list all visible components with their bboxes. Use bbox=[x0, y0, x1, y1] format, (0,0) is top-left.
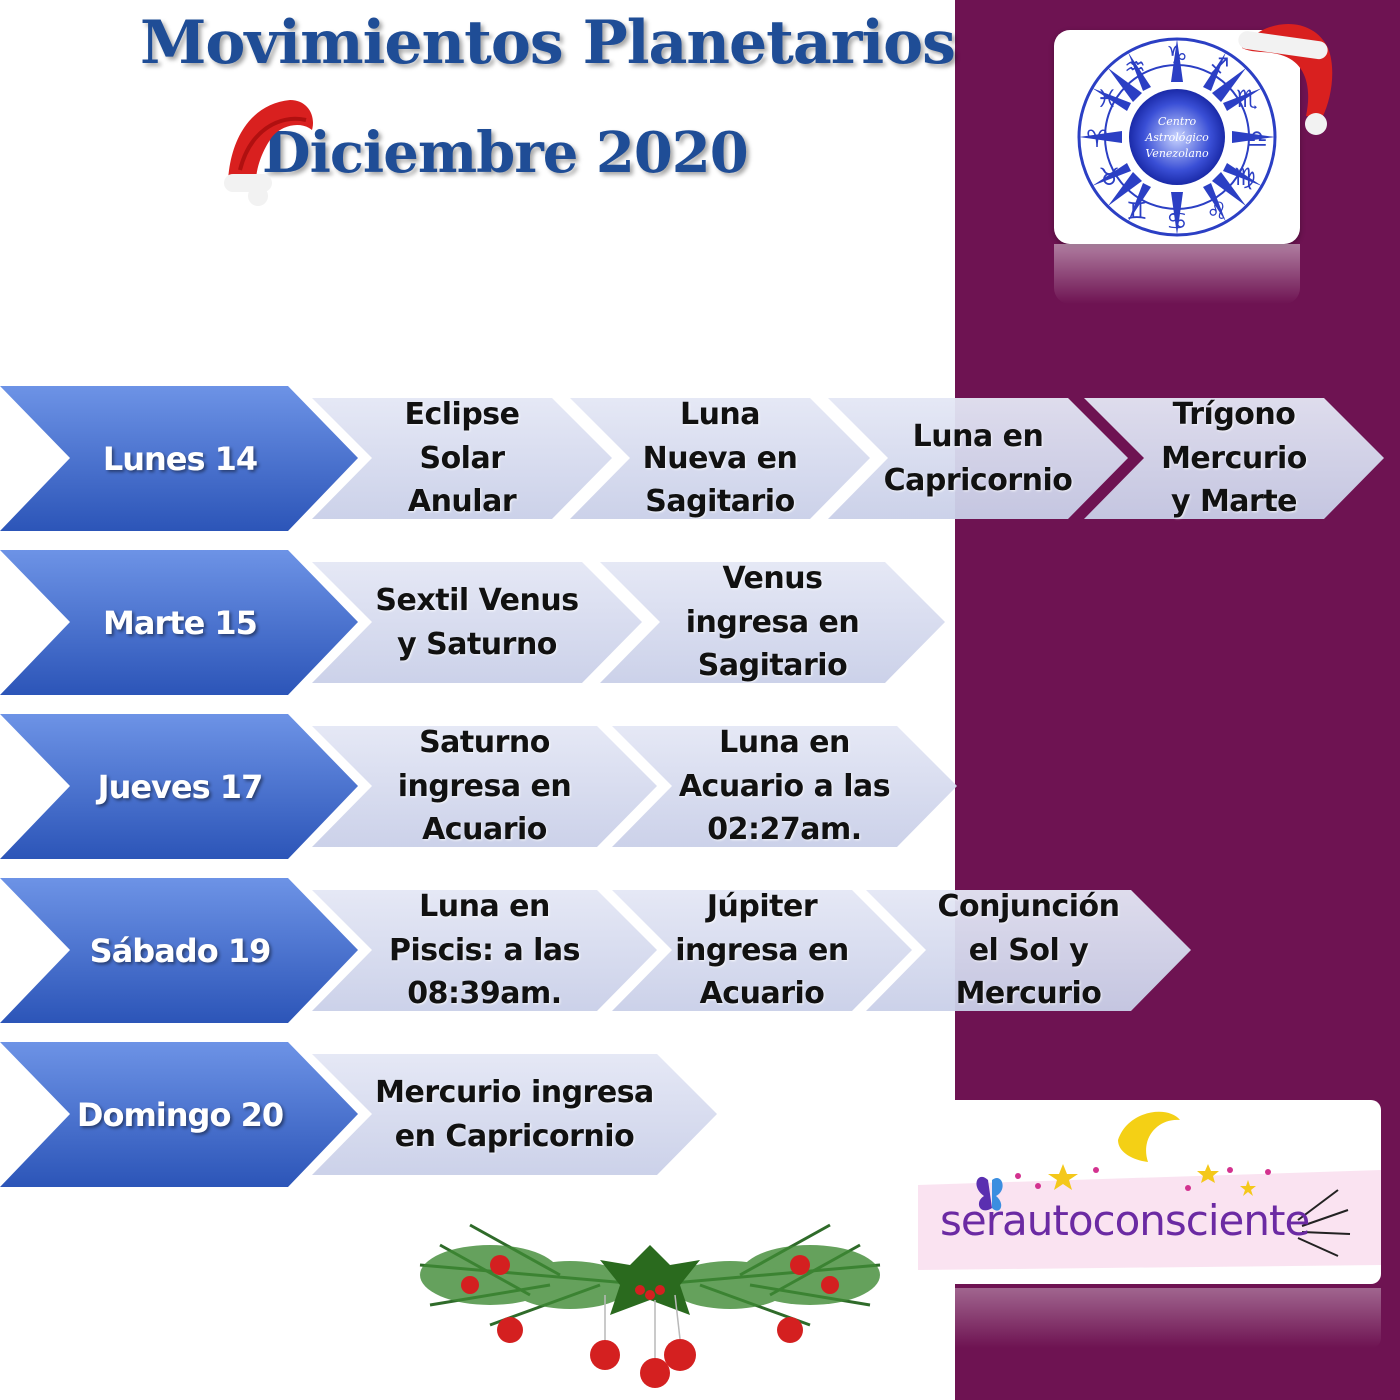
day-label: Sábado 19 bbox=[89, 931, 272, 970]
day-label: Marte 15 bbox=[103, 603, 258, 642]
logo-text-line2: Astrológico bbox=[1144, 131, 1209, 144]
schedule-row: Domingo 20 Mercurio ingresa en Capricorni… bbox=[0, 1042, 1400, 1187]
svg-text:♏: ♏ bbox=[1236, 85, 1258, 113]
schedule-row: Lunes 14 Eclipse Solar Anular Luna Nueva e… bbox=[0, 386, 1400, 531]
event-chevron: Saturno ingresa en Acuario bbox=[312, 725, 657, 848]
event-label: Venus ingresa en Sagitario bbox=[685, 561, 860, 684]
svg-text:♋: ♋ bbox=[1166, 207, 1188, 235]
event-chevron: Trígono Mercurio y Marte bbox=[1084, 397, 1384, 520]
event-label: Eclipse Solar Anular bbox=[404, 397, 520, 520]
event-chevron: Luna en Acuario a las 02:27am. bbox=[612, 725, 957, 848]
event-chevron: Luna Nueva en Sagitario bbox=[570, 397, 870, 520]
event-chevron: Conjunción el Sol y Mercurio bbox=[866, 889, 1191, 1012]
event-label: Mercurio ingresa en Capricornio bbox=[375, 1075, 654, 1154]
event-label: Júpiter ingresa en Acuario bbox=[675, 889, 849, 1012]
event-chevron: Eclipse Solar Anular bbox=[312, 397, 612, 520]
page-subtitle: Diciembre 2020 bbox=[262, 120, 749, 186]
schedule-row: Marte 15 Sextil Venus y Saturno Venus ingr… bbox=[0, 550, 1400, 695]
santa-hat-logo-icon bbox=[1238, 23, 1333, 135]
event-label: Luna Nueva en Sagitario bbox=[642, 397, 798, 520]
day-label: Jueves 17 bbox=[97, 767, 264, 806]
event-label: Trígono Mercurio y Marte bbox=[1161, 397, 1307, 520]
zodiac-wheel-icon: Centro Astrológico Venezolano ♑ ♐ ♏ ♎ ♍ … bbox=[1077, 37, 1277, 237]
page-header: Movimientos Planetarios Diciembre 2020 bbox=[0, 0, 956, 230]
svg-text:♎: ♎ bbox=[1246, 125, 1268, 153]
day-chevron: Marte 15 bbox=[0, 550, 358, 695]
brand-reflection bbox=[918, 1288, 1381, 1348]
moon-stars-icon bbox=[918, 1111, 1381, 1270]
day-label: Lunes 14 bbox=[102, 439, 258, 478]
page-title: Movimientos Planetarios bbox=[140, 8, 956, 78]
event-chevron: Mercurio ingresa en Capricornio bbox=[312, 1054, 717, 1175]
event-label: Saturno ingresa en Acuario bbox=[397, 725, 572, 848]
event-chevron: Venus ingresa en Sagitario bbox=[600, 561, 945, 684]
brand-logo-text: serautoconsciente bbox=[940, 1196, 1310, 1245]
event-chevron: Sextil Venus y Saturno bbox=[312, 562, 642, 683]
day-label: Domingo 20 bbox=[76, 1095, 284, 1134]
svg-text:♍: ♍ bbox=[1234, 163, 1256, 191]
logo-text-line3: Venezolano bbox=[1145, 147, 1209, 160]
logo-reflection bbox=[1054, 244, 1300, 304]
svg-text:♊: ♊ bbox=[1126, 197, 1148, 225]
astrology-center-logo: Centro Astrológico Venezolano ♑ ♐ ♏ ♎ ♍ … bbox=[1054, 30, 1300, 244]
svg-text:♉: ♉ bbox=[1098, 163, 1120, 191]
day-chevron: Domingo 20 bbox=[0, 1042, 358, 1187]
svg-text:♈: ♈ bbox=[1086, 125, 1108, 153]
event-chevron: Luna en Capricornio bbox=[828, 398, 1128, 519]
logo-text-line1: Centro bbox=[1158, 115, 1197, 128]
svg-text:♒: ♒ bbox=[1124, 53, 1146, 81]
event-label: Luna en Capricornio bbox=[883, 419, 1073, 498]
event-chevron: Luna en Piscis: a las 08:39am. bbox=[312, 889, 657, 1012]
event-label: Luna en Piscis: a las 08:39am. bbox=[388, 889, 581, 1012]
day-chevron: Jueves 17 bbox=[0, 714, 358, 859]
event-label: Conjunción el Sol y Mercurio bbox=[937, 889, 1120, 1012]
event-chevron: Júpiter ingresa en Acuario bbox=[612, 889, 912, 1012]
svg-text:♐: ♐ bbox=[1208, 53, 1230, 81]
schedule-row: Sábado 19 Luna en Piscis: a las 08:39am. J… bbox=[0, 878, 1400, 1023]
day-chevron: Sábado 19 bbox=[0, 878, 358, 1023]
day-chevron: Lunes 14 bbox=[0, 386, 358, 531]
schedule-row: Jueves 17 Saturno ingresa en Acuario Luna … bbox=[0, 714, 1400, 859]
svg-text:♓: ♓ bbox=[1096, 85, 1118, 113]
svg-text:♑: ♑ bbox=[1166, 41, 1188, 69]
event-label: Sextil Venus y Saturno bbox=[375, 583, 579, 662]
svg-text:♌: ♌ bbox=[1206, 197, 1228, 225]
christmas-garland-icon bbox=[419, 1223, 881, 1388]
event-label: Luna en Acuario a las 02:27am. bbox=[678, 725, 891, 848]
santa-hat-icon bbox=[224, 100, 314, 206]
